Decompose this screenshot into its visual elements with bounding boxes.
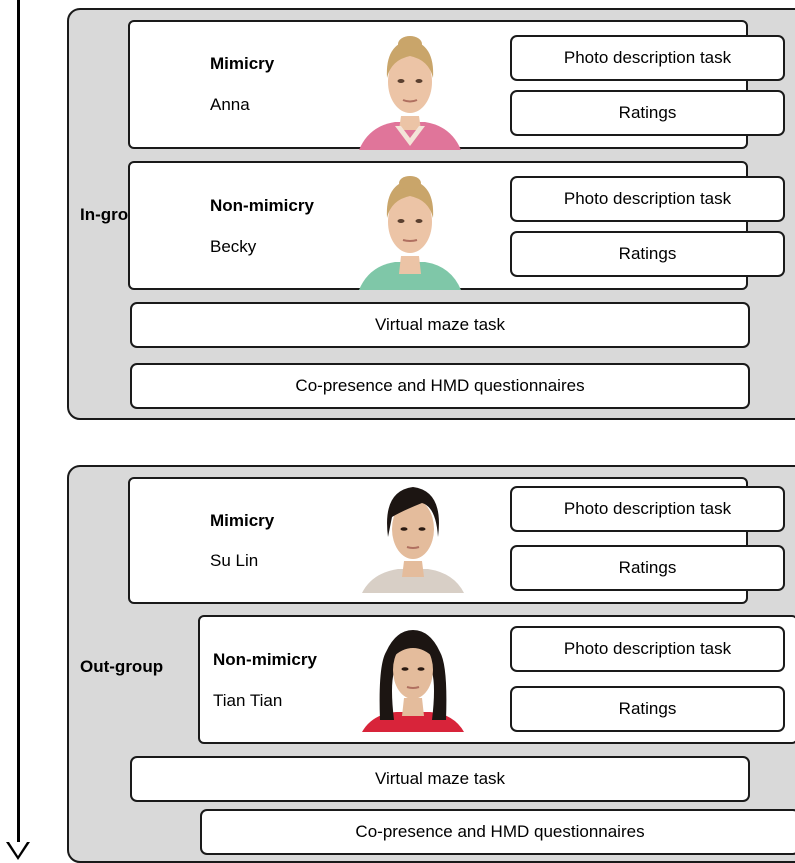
avatar-tiantian-icon [362,630,464,732]
time-arrow-icon [6,842,30,860]
photo-description-task: Photo description task [510,626,785,672]
virtual-maze-task: Virtual maze task [130,756,750,802]
ratings-task: Ratings [510,90,785,136]
agent-name: Becky [210,237,257,256]
avatar-anna-icon [359,36,461,150]
group-label-out-group: Out-group [80,657,164,676]
agent-name: Anna [210,95,250,114]
ratings-task: Ratings [510,686,785,732]
ratings-task: Ratings [510,545,785,591]
ratings-task: Ratings [510,231,785,277]
agent-name: Su Lin [210,551,259,570]
questionnaires: Co-presence and HMD questionnaires [200,809,795,855]
photo-description-task: Photo description task [510,35,785,81]
photo-description-task: Photo description task [510,176,785,222]
avatar-sulin-icon [362,487,464,593]
condition-name: Mimicry [210,54,275,73]
condition-name: Non-mimicry [213,650,317,669]
avatar-becky-icon [359,176,461,290]
questionnaires: Co-presence and HMD questionnaires [130,363,750,409]
time-arrow-shaft [17,0,20,846]
agent-name: Tian Tian [213,691,283,710]
virtual-maze-task: Virtual maze task [130,302,750,348]
condition-name: Non-mimicry [210,196,314,215]
condition-name: Mimicry [210,511,275,530]
photo-description-task: Photo description task [510,486,785,532]
